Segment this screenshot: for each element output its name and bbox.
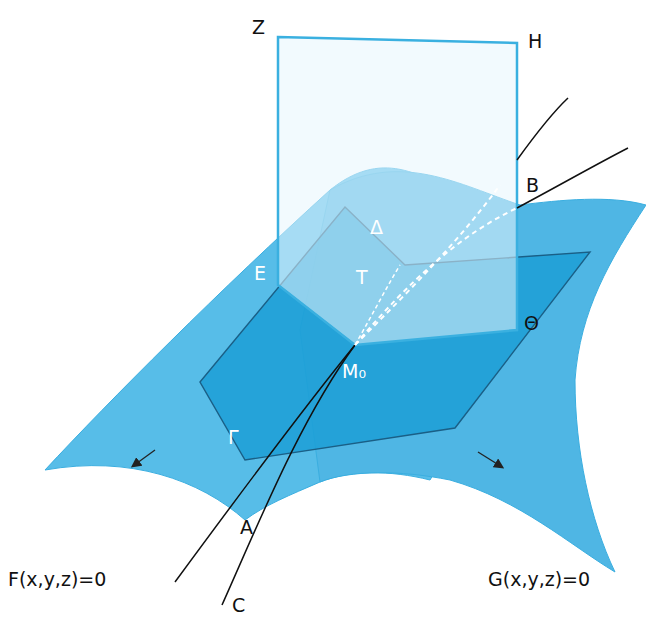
point-label: A: [240, 518, 253, 537]
point-label: M₀: [342, 362, 366, 381]
tangent-line: [355, 265, 400, 345]
normal-plane: [278, 37, 517, 345]
curve: [517, 148, 628, 208]
curve: [517, 98, 568, 160]
curve: [222, 345, 355, 605]
point-label: Z: [252, 18, 265, 37]
point-label: B: [526, 176, 539, 195]
point-label: Δ: [370, 218, 383, 237]
pointer-arrow: [478, 452, 502, 467]
point-label: E: [254, 264, 266, 283]
plane-edge: [278, 285, 355, 345]
pointer-arrow: [133, 450, 155, 466]
point-label: Γ: [228, 428, 239, 447]
point-label: H: [528, 32, 542, 51]
curve-hidden: [355, 208, 517, 345]
point-label: Θ: [524, 314, 539, 333]
curve-hidden: [355, 185, 500, 345]
point-label: T: [356, 268, 368, 287]
point-label: C: [232, 596, 245, 615]
point-label: G(x,y,z)=0: [488, 570, 590, 589]
point-label: F(x,y,z)=0: [8, 570, 106, 589]
curve: [175, 345, 355, 582]
